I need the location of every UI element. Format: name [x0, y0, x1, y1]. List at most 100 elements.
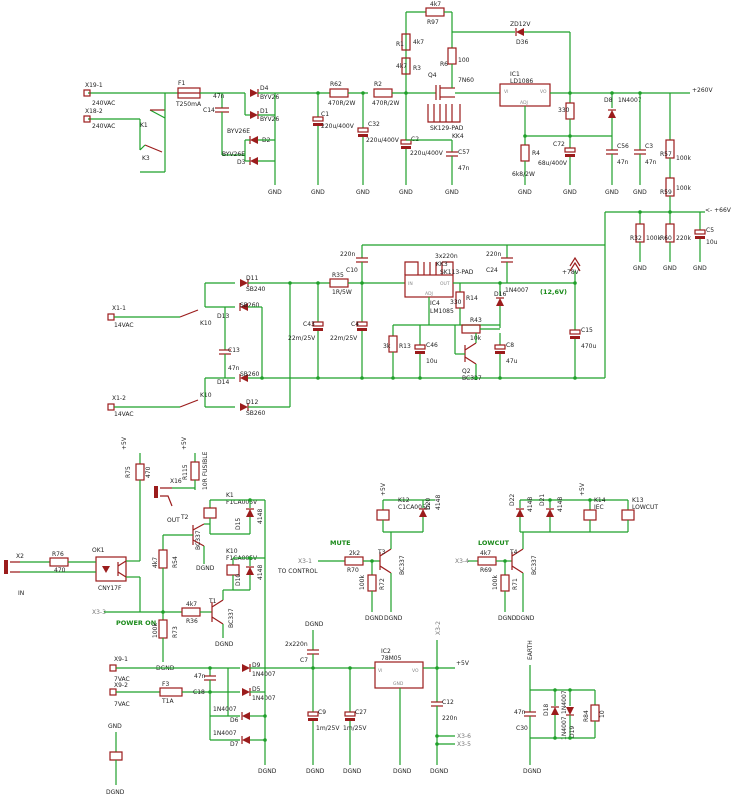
svg-text:R32: R32	[630, 235, 642, 242]
svg-text:220u/400V: 220u/400V	[321, 123, 355, 130]
capacitor-c15: C15 470u	[569, 283, 596, 378]
conn-x18-2-label: 240VAC	[92, 123, 115, 130]
svg-text:C30: C30	[516, 725, 528, 732]
earth-section: EARTH 47n C30 D18 1N4007 D19 1N4007	[514, 640, 606, 775]
svg-text:T1A: T1A	[161, 698, 174, 705]
zener-zd12v: ZD12V D36	[452, 21, 571, 93]
rail-66v: <- +66V	[705, 207, 732, 214]
svg-text:GND: GND	[393, 681, 404, 687]
svg-text:R69: R69	[480, 567, 492, 574]
diode-d12: D12 SB260	[240, 399, 266, 417]
svg-text:R72: R72	[379, 578, 386, 590]
svg-text:14VAC: 14VAC	[114, 411, 134, 418]
svg-text:BC337: BC337	[228, 608, 235, 628]
svg-text:7VAC: 7VAC	[114, 701, 130, 708]
svg-text:7N60: 7N60	[458, 77, 474, 84]
resistor-r4: R4 6k8/2W GND	[512, 136, 540, 196]
svg-text:SB260: SB260	[240, 371, 260, 378]
diode-d10: D10 4148	[233, 558, 264, 591]
svg-text:C14: C14	[203, 107, 215, 114]
resistor-r69: 4k7 R69	[477, 550, 497, 574]
diode-d2: D2 BYV26E	[227, 128, 271, 144]
svg-text:1N4007: 1N4007	[252, 695, 276, 702]
resistor-r2: R2 470R/2W	[372, 81, 399, 107]
svg-text:SB260: SB260	[246, 410, 266, 417]
svg-text:100: 100	[458, 57, 470, 64]
svg-text:VI: VI	[504, 89, 508, 95]
lowcut-section: +5V D22 4148 D21 4148 K14 IEC	[455, 482, 658, 622]
svg-text:+78V: +78V	[562, 269, 580, 276]
svg-text:Q2: Q2	[462, 368, 471, 375]
control-section: +5V +5V R75 470 R115 10R FUSIBLE X16 OUT	[4, 436, 266, 690]
svg-text:R14: R14	[466, 295, 478, 302]
svg-text:47n: 47n	[213, 93, 225, 100]
regulator-ic4: IN OUT ADJ IC4 LM1085 3x220n KK3 SK113-P…	[404, 253, 474, 315]
svg-text:220u/400V: 220u/400V	[366, 137, 400, 144]
resistor-r14: 330 R14	[450, 283, 478, 325]
svg-text:GND: GND	[633, 265, 647, 272]
svg-text:1R/5W: 1R/5W	[332, 289, 352, 296]
svg-text:D4: D4	[260, 85, 269, 92]
svg-text:47n: 47n	[514, 709, 526, 716]
svg-text:T1: T1	[208, 598, 217, 605]
svg-text:47n: 47n	[194, 673, 206, 680]
connector-x16: X16 OUT	[154, 478, 182, 524]
regulator-ic1: VI VO ADJ IC1 LD1086	[499, 71, 551, 136]
diode-d22: D22 4148	[509, 494, 534, 532]
svg-text:+5V: +5V	[121, 436, 128, 450]
svg-text:R60: R60	[660, 235, 672, 242]
svg-text:47n: 47n	[228, 365, 240, 372]
svg-text:330: 330	[450, 299, 462, 306]
svg-text:C1CA005G: C1CA005G	[398, 504, 431, 511]
svg-text:DGND: DGND	[305, 621, 324, 628]
svg-text:R35: R35	[332, 272, 344, 279]
svg-text:OUT: OUT	[167, 517, 180, 524]
relay-coil-k12: K12 C1CA005G	[376, 497, 431, 532]
capacitor-c9: C9 1m/25V DGND	[306, 668, 340, 775]
svg-text:R115: R115	[182, 464, 189, 480]
optocoupler-ok1: OK1 CNY17F	[92, 547, 127, 592]
diode-d13: D13 SB260	[217, 302, 260, 320]
svg-text:DGND: DGND	[343, 768, 362, 775]
svg-text:GND: GND	[563, 189, 577, 196]
svg-text:GND: GND	[693, 265, 707, 272]
svg-text:R73: R73	[172, 626, 179, 638]
diode-d5: D5 1N4007	[242, 686, 276, 702]
svg-text:ADJ: ADJ	[520, 100, 528, 106]
svg-text:DGND: DGND	[384, 615, 403, 622]
svg-text:BC337: BC337	[399, 555, 406, 575]
capacitor-c30: 47n C30	[514, 690, 536, 738]
conn-x19-1-label: 240VAC	[92, 100, 115, 107]
diode-d3: D3 BYV26E	[222, 151, 258, 166]
svg-text:SB240: SB240	[246, 286, 266, 293]
svg-text:D16: D16	[494, 291, 506, 298]
capacitor-c2: C2 220u/400V GND	[399, 93, 444, 196]
svg-text:220n: 220n	[486, 251, 501, 258]
svg-text:D9: D9	[252, 662, 261, 669]
svg-text:D18: D18	[543, 704, 550, 716]
svg-text:F1CA005V: F1CA005V	[226, 499, 258, 506]
diode-d14: D14 SB260	[217, 371, 260, 386]
svg-text:10u: 10u	[426, 358, 438, 365]
svg-text:C7: C7	[300, 657, 308, 664]
svg-text:1N4007: 1N4007	[618, 97, 642, 104]
svg-text:100k: 100k	[359, 575, 366, 590]
svg-text:GND: GND	[268, 189, 282, 196]
conn-x19-1: X19-1	[85, 82, 103, 89]
svg-text:T4: T4	[509, 549, 518, 556]
svg-text:100k: 100k	[492, 575, 499, 590]
capacitor-c27: C27 1m/25V DGND	[343, 668, 367, 775]
svg-text:R62: R62	[330, 81, 342, 88]
mosfet-q4: Q4 7N60	[428, 72, 500, 100]
resistor-r115: R115 10R FUSIBLE	[182, 451, 209, 490]
svg-text:D15: D15	[235, 518, 242, 530]
gnd-dgnd-link: GND DGND	[106, 723, 125, 796]
svg-text:C12: C12	[442, 699, 454, 706]
svg-text:D20: D20	[425, 498, 432, 510]
svg-text:X3-5: X3-5	[457, 741, 471, 748]
svg-text:KK4: KK4	[452, 133, 464, 140]
capacitor-c4: C4 22m/25V	[330, 283, 368, 378]
diode-d18: D18 1N4007	[543, 690, 568, 738]
svg-text:K10: K10	[200, 320, 212, 327]
svg-text:X9-2: X9-2	[114, 682, 128, 689]
